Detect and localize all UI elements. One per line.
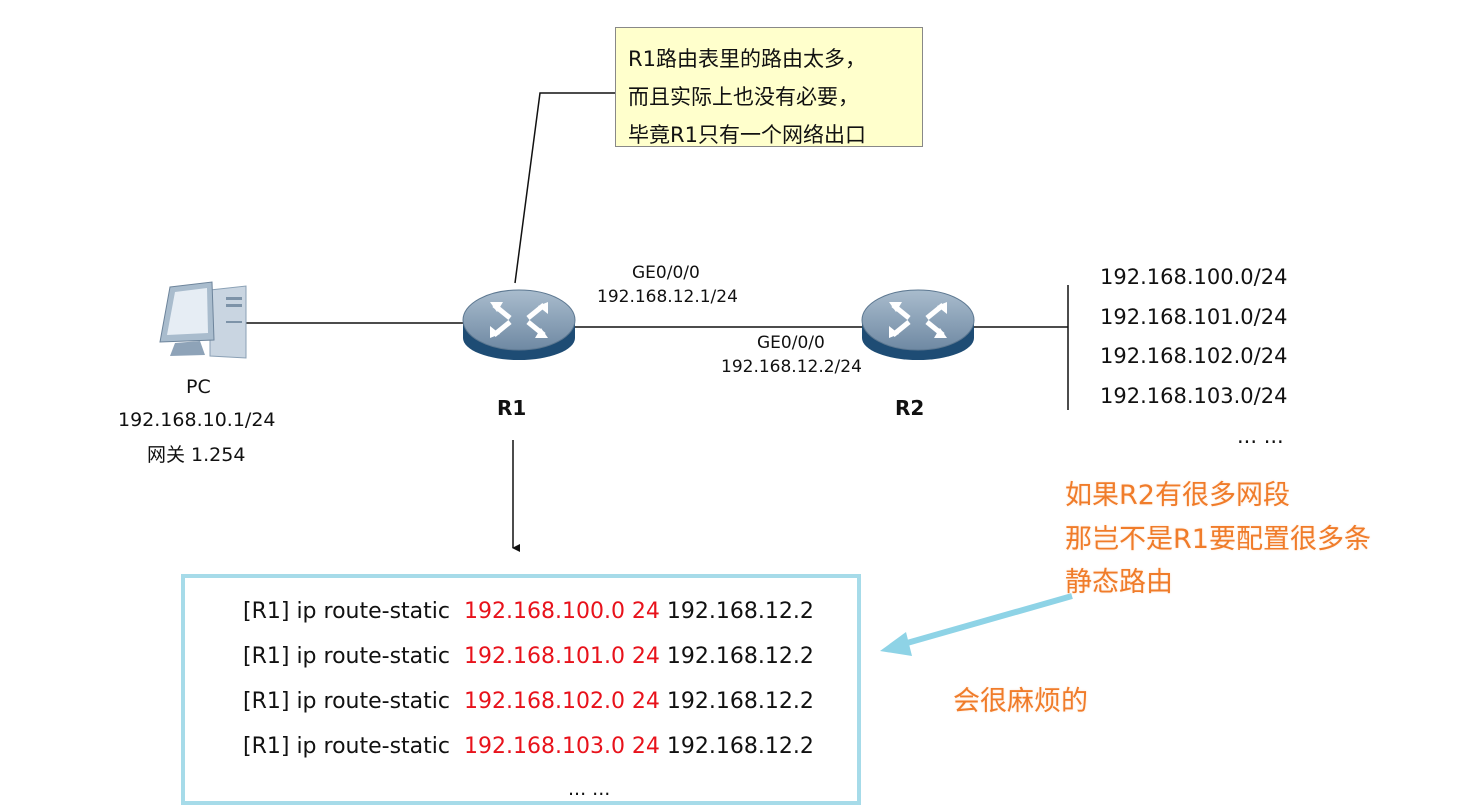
callout-line: R1路由表里的路由太多，	[628, 47, 866, 71]
blue-arrow	[880, 593, 1073, 656]
router-r2-icon	[861, 289, 975, 360]
note-line: 那岂不是R1要配置很多条	[1065, 524, 1371, 555]
network-item: 192.168.102.0/24	[1100, 344, 1288, 368]
command-box: [R1] ip route-static 192.168.100.0 24 19…	[181, 574, 861, 805]
note-line: 如果R2有很多网段	[1065, 480, 1290, 511]
router-r1-icon	[462, 289, 576, 360]
callout-line: 毕竟R1只有一个网络出口	[628, 123, 866, 147]
network-item: 192.168.100.0/24	[1100, 265, 1288, 289]
pc-ip: 192.168.10.1/24	[118, 409, 276, 431]
network-item: 192.168.101.0/24	[1100, 305, 1288, 329]
command-line: [R1] ip route-static 192.168.101.0 24 19…	[243, 644, 814, 669]
note-conclusion: 会很麻烦的	[953, 686, 1088, 717]
command-line: [R1] ip route-static 192.168.102.0 24 19…	[243, 689, 814, 714]
pc-label: PC	[186, 376, 211, 398]
callout-box: R1路由表里的路由太多， 而且实际上也没有必要， 毕竟R1只有一个网络出口	[615, 27, 923, 147]
commands-more: ... ...	[568, 778, 611, 800]
networks-more: ... ...	[1237, 424, 1284, 448]
r1-ip: 192.168.12.1/24	[597, 287, 738, 307]
command-line: [R1] ip route-static 192.168.100.0 24 19…	[243, 599, 814, 624]
note-line: 静态路由	[1065, 567, 1173, 598]
r2-ip: 192.168.12.2/24	[721, 357, 862, 377]
r2-label: R2	[895, 396, 925, 420]
r1-label: R1	[497, 396, 527, 420]
pc-icon	[159, 281, 247, 359]
r1-iface: GE0/0/0	[632, 263, 700, 283]
callout-line: 而且实际上也没有必要，	[628, 85, 859, 109]
pc-gateway: 网关 1.254	[147, 444, 246, 466]
network-item: 192.168.103.0/24	[1100, 384, 1288, 408]
command-line: [R1] ip route-static 192.168.103.0 24 19…	[243, 734, 814, 759]
r2-iface: GE0/0/0	[757, 333, 825, 353]
callout-leader-line	[514, 92, 615, 284]
